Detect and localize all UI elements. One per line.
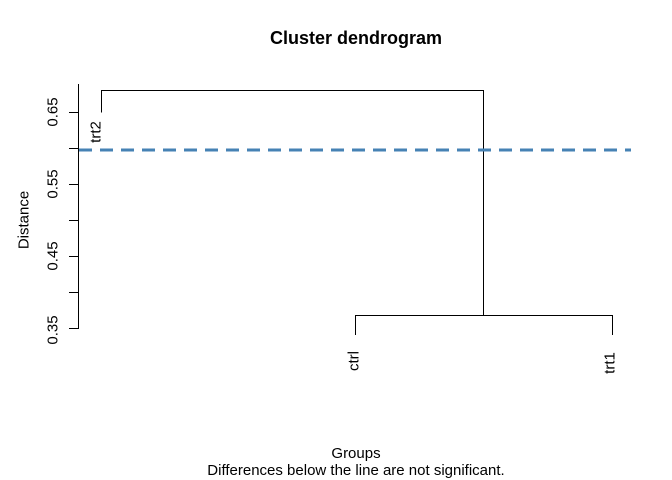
dendrogram-lines	[101, 90, 613, 335]
chart-title: Cluster dendrogram	[269, 28, 443, 48]
leaf-label-trt1: trt1	[601, 352, 619, 374]
y-axis-label: Distance	[15, 190, 33, 250]
y-tick-label-065: 0.65	[44, 97, 62, 127]
y-tick-label-035: 0.35	[44, 315, 62, 345]
x-axis-label: Groups	[331, 445, 381, 462]
leaf-label-trt2: trt2	[87, 121, 105, 143]
y-tick-label-055: 0.55	[44, 169, 62, 199]
leaf-label-ctrl: ctrl	[345, 351, 363, 371]
significance-note: Differences below the line are not signi…	[207, 462, 505, 479]
y-axis-ticks	[69, 112, 79, 329]
y-tick-label-045: 0.45	[44, 241, 62, 271]
